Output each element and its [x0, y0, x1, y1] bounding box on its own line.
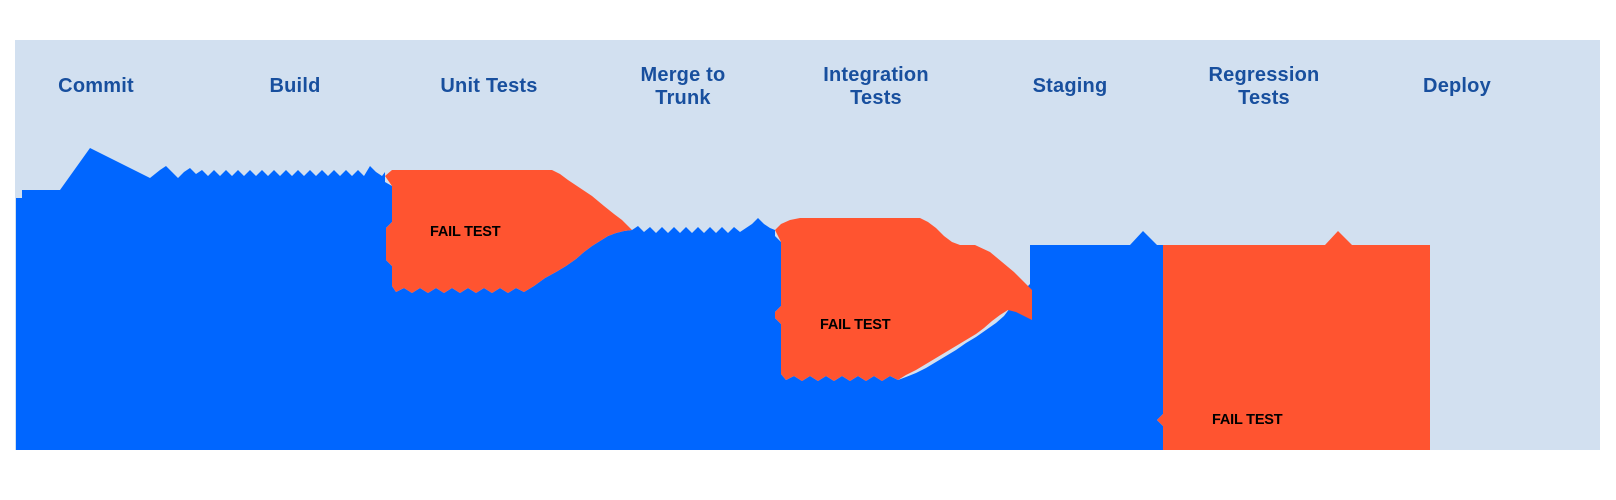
fail-region-unit-tests [385, 170, 632, 293]
fail-test-label-integration-tests: FAIL TEST [820, 317, 891, 333]
fail-region-regression-tests [1157, 231, 1430, 450]
passing-stream-plateau [1030, 231, 1163, 450]
passing-stream-path [16, 148, 1032, 450]
fail-test-label-unit-tests: FAIL TEST [430, 224, 501, 240]
fail-test-label-regression-tests: FAIL TEST [1212, 412, 1283, 428]
fail-region-integration-tests [775, 218, 1032, 381]
